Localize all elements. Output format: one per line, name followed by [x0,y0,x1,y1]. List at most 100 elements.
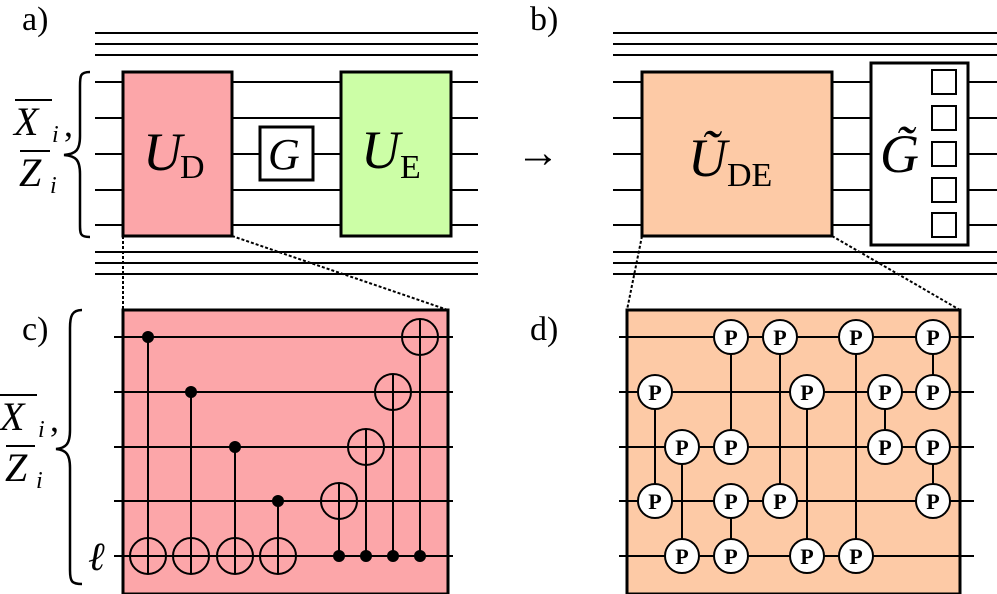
p-gate-label: P [773,325,786,350]
panel-c-brace [55,308,83,586]
control-dot [414,550,426,562]
p-gate-pair: PP [838,319,874,574]
panel-d-label: d) [530,311,558,348]
p-gate-circle [713,319,749,355]
panel-a-label: a) [22,1,48,38]
measurement-box [931,69,957,95]
p-gate-pair: PP [915,429,951,519]
encoder-sub: E [400,149,421,186]
p-gate-pair: PP [713,319,749,465]
cnot-gate [216,441,254,575]
cnot-gate [374,373,412,562]
p-gate-label: P [926,489,939,514]
p-gate-circle [838,319,874,355]
p-gate-circle [838,538,874,574]
p-gate-pair: PP [637,374,673,519]
p-gate-circle [713,483,749,519]
cnot-gate [347,428,385,562]
control-dot [387,550,399,562]
p-gate-circle [762,483,798,519]
panel-a-brace [63,70,91,239]
p-gate-label: P [675,544,688,569]
p-gate-label: P [878,380,891,405]
measurement-box [931,141,957,167]
panel-c-x-sub: i [38,417,45,443]
p-gate-label: P [926,380,939,405]
panel-c-comma: , [50,399,59,439]
control-dot [333,550,345,562]
p-gate-label: P [878,435,891,460]
panel-a: a) X i , Z i U D [12,1,478,311]
p-gate-pair: PP [867,374,903,465]
encoder-main: U [361,120,403,180]
cnot-gate [259,495,297,575]
p-gate-circle [664,538,700,574]
encoder-box [339,70,453,238]
p-gate-circle [867,429,903,465]
p-gate-circle [713,429,749,465]
decoder-detail-box [121,308,450,594]
p-gate-circle [789,538,825,574]
panel-a-outer-wires [95,32,478,275]
panel-b-label: b) [530,1,558,38]
panel-c-z-sub: i [36,468,43,494]
combined-sub: DE [727,157,772,194]
control-dot [229,441,241,453]
p-gate-pair: PP [664,429,700,574]
p-gate-label: P [724,435,737,460]
p-gate-label: P [724,544,737,569]
p-gate-circle [915,483,951,519]
combined-main: Ũ [688,128,730,188]
p-gate-circle [867,374,903,410]
zoom-line-right-a [231,235,449,311]
p-gate-label: P [648,380,661,405]
p-gate-circle [637,483,673,519]
cnot-gate [129,331,167,575]
control-dot [272,495,284,507]
p-gate-circle [915,319,951,355]
p-gate-label: P [926,325,939,350]
combined-box [640,70,834,238]
zoom-line-left-b [626,235,643,311]
control-dot [142,331,154,343]
measurement-box [931,105,957,131]
measurement-box [931,177,957,203]
p-gate-label: P [648,489,661,514]
panel-a-x-label: X [12,99,40,144]
p-gate-label: P [773,489,786,514]
p-gate-label: P [800,544,813,569]
measurement-boxes [931,69,957,238]
panel-b: b) Ũ DE G̃ [530,1,997,311]
p-gate-pair: PP [789,374,825,574]
p-gate-pair: PP [762,319,798,519]
gate-label: G [268,130,300,179]
p-gate-circle [915,429,951,465]
transform-arrow-icon: → [516,128,560,177]
control-dot [360,550,372,562]
p-gate-label: P [849,325,862,350]
p-gate-pair: PP [713,483,749,574]
p-gate-label: P [675,435,688,460]
cnot-gate [172,386,210,575]
cnot-gate [320,482,358,562]
panel-c-gates [129,318,439,575]
p-gate-label: P [724,489,737,514]
decoder-box [121,70,234,238]
p-gate-label: P [724,325,737,350]
cnot-gate [401,318,439,562]
p-gate-label: P [926,435,939,460]
panel-b-outer-wires [613,32,997,275]
panel-c: c) X i , Z i ℓ [0,308,453,594]
p-gate-pair: PP [915,319,951,410]
p-gate-label: P [849,544,862,569]
measurement-box [931,212,957,238]
modified-gate-label: G̃ [880,124,919,184]
panel-a-z-sub: i [50,173,57,199]
panel-a-x-sub: i [52,122,59,148]
panel-c-z-label: Z [5,445,28,490]
panel-a-comma: , [64,104,73,144]
panel-a-z-label: Z [19,150,42,195]
